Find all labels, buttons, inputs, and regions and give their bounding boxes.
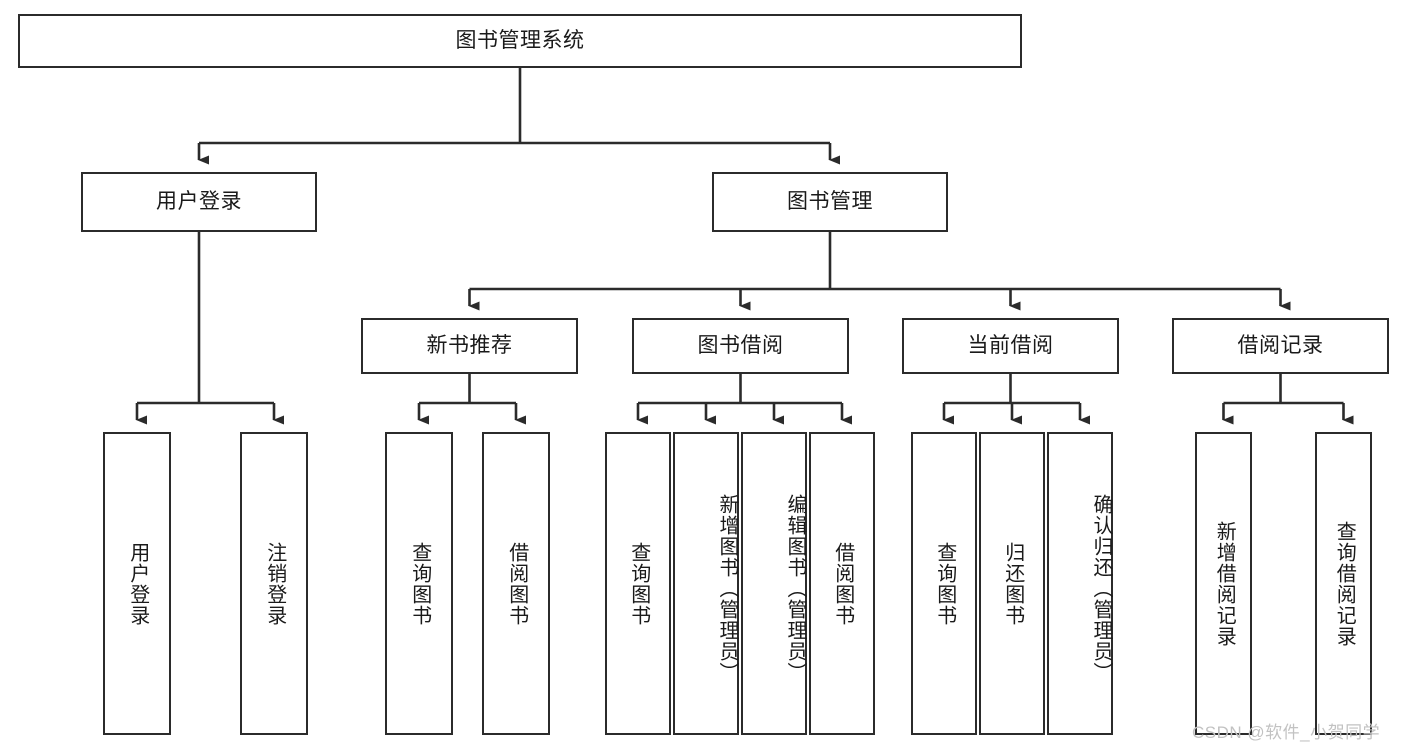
node-label: 借阅图书 bbox=[505, 541, 528, 626]
node-leaf-add-borrow-record[interactable]: 新增借阅记录 bbox=[1195, 432, 1252, 735]
node-label: 新书推荐 bbox=[426, 334, 513, 358]
csdn-watermark: CSDN @软件_小贺同学 bbox=[1192, 723, 1381, 742]
node-label: 图书管理系统 bbox=[455, 29, 585, 53]
node-leaf-query-borrow-record[interactable]: 查询借阅记录 bbox=[1315, 432, 1372, 735]
node-book-borrow[interactable]: 图书借阅 bbox=[632, 318, 849, 374]
node-label: 当前借阅 bbox=[967, 334, 1054, 358]
node-new-book-rec[interactable]: 新书推荐 bbox=[361, 318, 578, 374]
node-user-login[interactable]: 用户登录 bbox=[81, 172, 317, 232]
node-leaf-edit-book-admin[interactable]: 编辑图书（管理员） bbox=[741, 432, 807, 735]
node-label: 归还图书 bbox=[1001, 541, 1024, 626]
node-label: 图书借阅 bbox=[697, 334, 784, 358]
node-borrow-record[interactable]: 借阅记录 bbox=[1172, 318, 1389, 374]
node-leaf-user-logout[interactable]: 注销登录 bbox=[240, 432, 308, 735]
node-leaf-confirm-return-admin[interactable]: 确认归还（管理员） bbox=[1047, 432, 1113, 735]
node-label: 借阅图书 bbox=[831, 541, 854, 626]
node-label: 查询图书 bbox=[408, 541, 431, 626]
node-label: 查询图书 bbox=[627, 541, 650, 626]
node-book-manage[interactable]: 图书管理 bbox=[712, 172, 948, 232]
node-root[interactable]: 图书管理系统 bbox=[18, 14, 1022, 68]
node-label: 图书管理 bbox=[787, 190, 873, 214]
node-label: 查询借阅记录 bbox=[1333, 520, 1356, 647]
node-label: 确认归还（管理员） bbox=[1090, 494, 1112, 683]
node-label: 借阅记录 bbox=[1237, 334, 1324, 358]
node-label: 新增图书（管理员） bbox=[716, 494, 738, 683]
node-leaf-borrow-book[interactable]: 借阅图书 bbox=[809, 432, 875, 735]
node-label: 编辑图书（管理员） bbox=[784, 494, 806, 683]
node-label: 用户登录 bbox=[126, 541, 149, 626]
node-label: 新增借阅记录 bbox=[1213, 520, 1236, 647]
node-leaf-user-login[interactable]: 用户登录 bbox=[103, 432, 171, 735]
node-leaf-borrow-book-rec[interactable]: 借阅图书 bbox=[482, 432, 550, 735]
node-label: 查询图书 bbox=[933, 541, 956, 626]
node-leaf-return-book[interactable]: 归还图书 bbox=[979, 432, 1045, 735]
node-leaf-query-book-rec[interactable]: 查询图书 bbox=[385, 432, 453, 735]
node-current-borrow[interactable]: 当前借阅 bbox=[902, 318, 1119, 374]
node-leaf-query-book-current[interactable]: 查询图书 bbox=[911, 432, 977, 735]
node-leaf-query-book-borrow[interactable]: 查询图书 bbox=[605, 432, 671, 735]
node-label: 注销登录 bbox=[263, 541, 286, 626]
node-leaf-add-book-admin[interactable]: 新增图书（管理员） bbox=[673, 432, 739, 735]
node-label: 用户登录 bbox=[156, 190, 242, 214]
